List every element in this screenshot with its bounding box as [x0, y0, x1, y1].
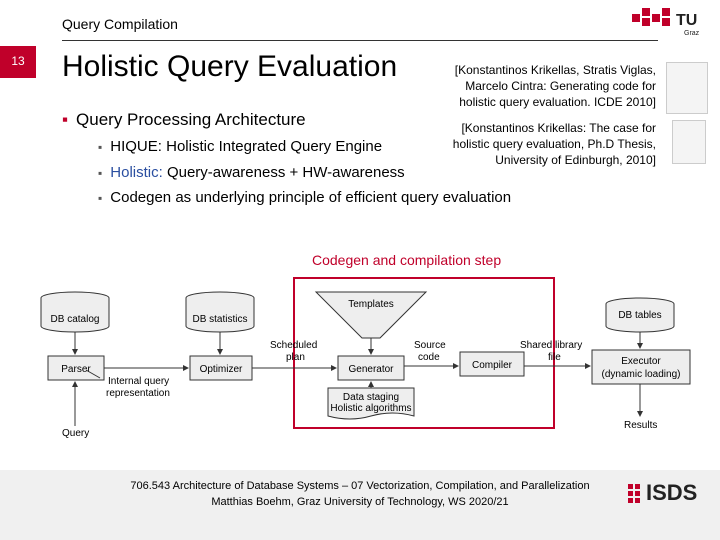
svg-text:DB tables: DB tables: [618, 310, 661, 321]
slide-number: 13: [0, 46, 36, 78]
bullet-main: ▪Query Processing Architecture: [62, 110, 306, 129]
db-statistics-cylinder: DB statistics: [185, 291, 255, 333]
templates-funnel: Templates: [314, 291, 428, 339]
svg-text:Compiler: Compiler: [472, 360, 513, 371]
bullet-sub-3: ▪Codegen as underlying principle of effi…: [98, 189, 512, 206]
bullet-icon: ▪: [62, 110, 69, 129]
thesis-thumbnail: [672, 120, 706, 164]
tu-graz-logo: TU Graz: [632, 8, 700, 37]
svg-text:Optimizer: Optimizer: [200, 364, 243, 375]
svg-text:Executor: Executor: [621, 356, 661, 367]
db-tables-cylinder: DB tables: [605, 297, 675, 333]
bullet-sub-2: ▪Holistic: Query-awareness + HW-awarenes…: [98, 164, 405, 181]
svg-text:DB statistics: DB statistics: [192, 314, 247, 325]
svg-text:Shared library: Shared library: [520, 340, 582, 351]
codegen-highlight-box: [293, 277, 555, 429]
reference-1: [Konstantinos Krikellas, Stratis Viglas,…: [454, 63, 656, 109]
svg-text:representation: representation: [106, 388, 170, 399]
executor-box: [591, 349, 691, 385]
bullet-icon: ▪: [98, 166, 103, 180]
generator-box: [337, 355, 405, 381]
bullet-sub-1: ▪HIQUE: Holistic Integrated Query Engine: [98, 138, 383, 155]
svg-text:Query: Query: [62, 428, 89, 439]
svg-text:Results: Results: [624, 420, 657, 431]
logo-text: TU: [676, 12, 697, 29]
svg-text:Parser: Parser: [61, 364, 91, 375]
footer-bar: [0, 470, 720, 540]
svg-text:Source: Source: [414, 340, 446, 351]
svg-text:code: code: [418, 352, 440, 363]
paper-thumbnail: [666, 62, 708, 114]
svg-text:Templates: Templates: [348, 299, 394, 310]
db-catalog-cylinder: DB catalog: [40, 291, 110, 333]
header-divider: [62, 40, 658, 41]
svg-text:Scheduled: Scheduled: [270, 340, 317, 351]
isds-logo: ISDS: [646, 480, 698, 505]
page-title: Holistic Query Evaluation: [62, 50, 398, 83]
data-staging-document: Data staging Holistic algorithms: [327, 387, 415, 420]
svg-text:plan: plan: [286, 352, 305, 363]
svg-text:Generator: Generator: [348, 364, 394, 375]
compiler-box: [459, 351, 525, 377]
bullet-icon: ▪: [98, 191, 103, 205]
logo-sub: Graz: [684, 30, 700, 37]
codegen-label: Codegen and compilation step: [312, 252, 502, 268]
svg-text:Holistic algorithms: Holistic algorithms: [330, 403, 411, 414]
bullet-icon: ▪: [98, 140, 103, 154]
svg-text:Internal query: Internal query: [108, 376, 169, 387]
svg-text:DB catalog: DB catalog: [51, 314, 100, 325]
header-title: Query Compilation: [62, 16, 178, 32]
footer-text: 706.543 Architecture of Database Systems…: [130, 480, 590, 508]
svg-text:file: file: [548, 352, 561, 363]
svg-text:(dynamic loading): (dynamic loading): [602, 369, 681, 380]
svg-text:Data staging: Data staging: [343, 392, 399, 403]
architecture-diagram: DB catalog DB statistics DB tables Templ…: [40, 277, 691, 439]
